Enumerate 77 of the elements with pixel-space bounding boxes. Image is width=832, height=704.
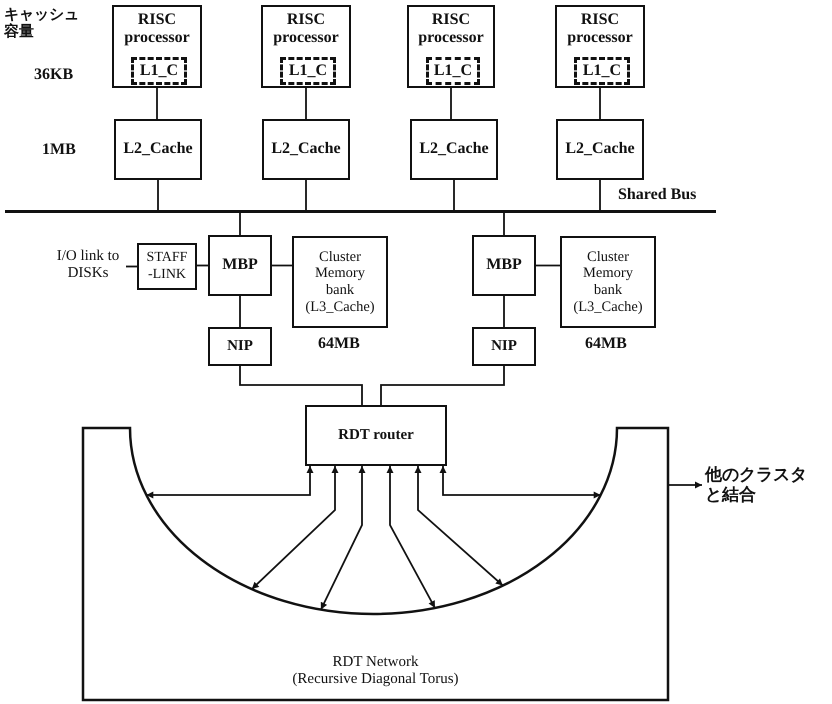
node-text: RISC processor	[566, 11, 634, 48]
process-box	[472, 235, 536, 296]
memory-box	[560, 236, 656, 328]
node-text: Cluster Memory bank (L3_Cache)	[573, 248, 643, 316]
node-label: 他のクラスタと結合	[705, 466, 808, 506]
connector-line	[157, 180, 159, 210]
node-text: Cluster Memory bank (L3_Cache)	[305, 248, 375, 316]
node-text: L1_C	[140, 62, 178, 80]
arrow	[668, 482, 702, 488]
connector-line	[272, 264, 292, 266]
connector-line	[239, 212, 241, 235]
node-text: MBP	[486, 256, 522, 275]
connector-line	[503, 296, 505, 327]
connector-line	[536, 264, 560, 266]
arrow	[414, 466, 504, 586]
note-label: 36KB	[34, 66, 74, 84]
node-text: L2_Cache	[565, 140, 635, 159]
arrow	[251, 466, 338, 590]
connector-line	[305, 88, 307, 119]
node-text: NIP	[491, 338, 517, 356]
connector-line	[239, 296, 241, 327]
node-text: RISC processor	[272, 11, 340, 48]
cache-box	[131, 57, 187, 85]
memory-box	[292, 236, 388, 328]
bus-label: Shared Bus	[618, 186, 696, 204]
node-text: RISC processor	[417, 11, 485, 48]
processor-box	[261, 5, 351, 88]
node-text: L2_Cache	[271, 140, 341, 159]
capacity-label: 64MB	[585, 335, 627, 354]
processor-box	[555, 5, 645, 88]
cache-box	[280, 57, 336, 85]
cache-box	[262, 119, 350, 180]
arrow	[440, 466, 601, 498]
note-label: キャッシュ容量	[4, 6, 80, 40]
node-text: L1_C	[288, 62, 328, 80]
arrow	[386, 466, 436, 608]
connector-line	[380, 366, 505, 405]
node-text: RDT Network	[332, 654, 418, 671]
cache-box	[556, 119, 644, 180]
node-text: RISC processor	[123, 11, 191, 48]
arrow	[146, 466, 314, 498]
connector-line	[503, 212, 505, 235]
capacity-label: 64MB	[318, 335, 360, 354]
connector-line	[453, 180, 455, 210]
node-text: L2_Cache	[123, 140, 193, 159]
node-text: (Recursive Diagonal Torus)	[292, 670, 459, 688]
note-label: 1MB	[42, 141, 76, 160]
node-label: I/O link to DISKs	[56, 248, 120, 282]
cache-box	[410, 119, 498, 180]
processor-box	[407, 5, 495, 88]
process-box	[208, 235, 272, 296]
interface-box	[208, 327, 272, 366]
connector-line	[450, 88, 452, 119]
connector-line	[239, 366, 363, 405]
node-text: L1_C	[434, 62, 472, 80]
cache-box	[574, 57, 630, 85]
connector-line	[305, 180, 307, 210]
bus-line	[5, 210, 716, 212]
connector-line	[197, 264, 208, 266]
node-text: STAFF -LINK	[146, 250, 188, 283]
node-text: MBP	[222, 256, 258, 275]
node-text: RDT router	[338, 426, 414, 444]
arrow	[320, 466, 366, 610]
node-text: NIP	[227, 338, 253, 356]
cache-box	[426, 57, 480, 85]
connector-line	[599, 180, 601, 210]
cache-box	[114, 119, 202, 180]
processor-box	[112, 5, 202, 88]
network-shape	[83, 428, 668, 700]
connector-line	[126, 266, 137, 268]
link-box	[137, 243, 197, 290]
interface-box	[472, 327, 536, 366]
connector-line	[156, 88, 158, 119]
node-text: L2_Cache	[419, 140, 489, 159]
connector-line	[599, 88, 601, 119]
node-text: L1_C	[582, 62, 622, 80]
router-box	[305, 405, 447, 466]
